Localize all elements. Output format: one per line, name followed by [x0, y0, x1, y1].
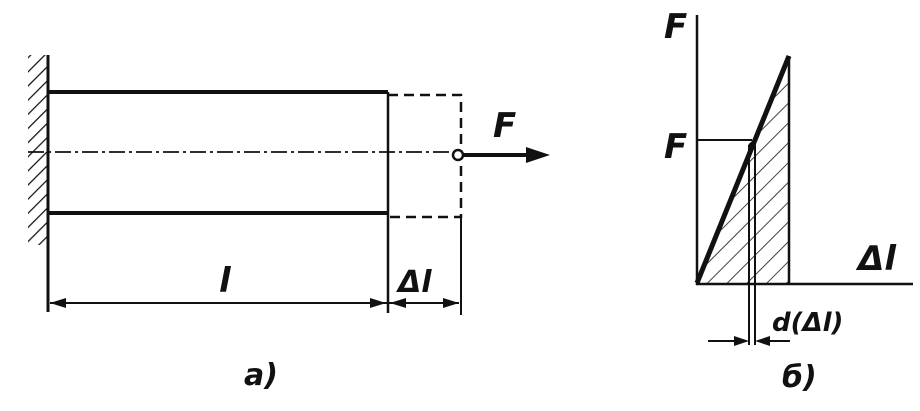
strip-top — [748, 139, 756, 146]
increment-arrow-right-head — [755, 336, 770, 346]
diagram-a: F l Δl а) — [28, 55, 550, 393]
wall-hatching — [28, 55, 48, 245]
x-axis-label: Δl — [855, 239, 897, 279]
force-level-label: F — [664, 127, 687, 167]
increment-label: d(Δl) — [772, 308, 843, 338]
dim-arrow-l-left — [50, 298, 66, 308]
elongation-label-a: Δl — [396, 265, 432, 300]
increment-arrow-left-head — [734, 336, 749, 346]
elongated-outline — [388, 93, 463, 219]
length-label: l — [219, 261, 232, 301]
force-application-point — [451, 148, 465, 162]
diagram-b: F Δl F d(Δl) б) — [664, 7, 913, 395]
dim-arrow-l-right — [370, 298, 386, 308]
load-line — [694, 55, 792, 284]
dim-arrow-dl-left — [390, 298, 406, 308]
force-arrow-head — [526, 147, 550, 163]
caption-b: б) — [782, 360, 817, 395]
force-label-a: F — [493, 106, 516, 146]
caption-a: а) — [244, 358, 278, 393]
dim-arrow-dl-right — [443, 298, 459, 308]
y-axis-label: F — [664, 7, 687, 47]
